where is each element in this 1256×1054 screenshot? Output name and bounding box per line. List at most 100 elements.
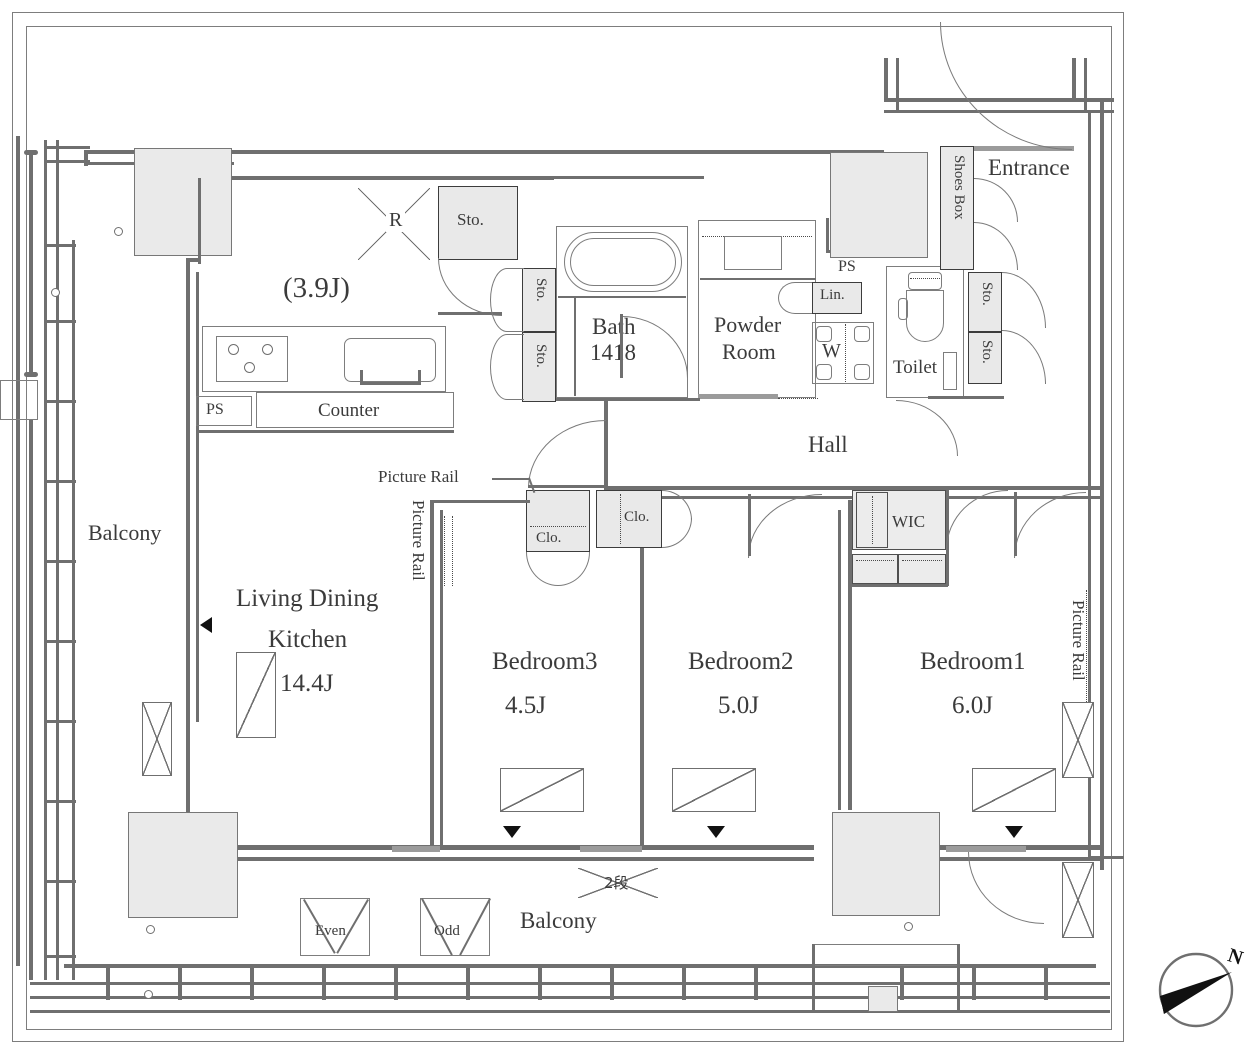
kitchen-wall-left2 — [186, 258, 200, 262]
balcony-rail-left-cap-bot — [24, 372, 38, 377]
picture-rail-leader-h — [492, 478, 530, 480]
wic-shelf-bot-dash-r — [902, 560, 942, 561]
balcony-rail-bottom-base — [30, 1010, 1110, 1013]
compass-icon — [1158, 952, 1234, 1028]
outer-shell-outline — [12, 12, 1124, 1042]
ldk-hall-door-leaf — [528, 485, 606, 488]
wall-ent-right-v — [1072, 58, 1076, 102]
balcony-rail-left-panel — [0, 380, 38, 420]
hob-burner-1 — [228, 344, 239, 355]
meter-box-odd — [420, 898, 490, 956]
hob-burner-3 — [244, 362, 255, 373]
wall-right-outer — [1100, 100, 1104, 870]
wall-right-ext-bot — [1088, 856, 1124, 859]
washer-label: W — [822, 340, 841, 362]
hall-bottom-wall — [604, 486, 1104, 490]
wic-shelf-left-dash — [872, 496, 873, 544]
bedroom2-door-leaf — [748, 494, 751, 556]
powder-room-label-line1: Powder — [714, 312, 782, 337]
wic-label: WIC — [892, 512, 926, 531]
bedroom3-window-marker — [503, 826, 521, 838]
bedroom1-ac-unit — [972, 768, 1056, 812]
balcony-rail-bottom-low — [30, 996, 1110, 999]
storage-bath-upper-arc — [490, 268, 524, 332]
balcony-bottom-label: Balcony — [520, 908, 597, 933]
balcony-ladder-rung-3 — [44, 244, 76, 247]
closet-hall-label: Clo. — [624, 509, 650, 525]
wall-ent-right-v2 — [1084, 58, 1087, 110]
balcony-post-3 — [250, 968, 254, 1000]
wall-bottom-main — [186, 845, 814, 850]
meter-box-even — [300, 898, 370, 956]
balcony-drain-bl — [146, 925, 155, 934]
storage-kitchen-top — [438, 186, 518, 260]
storage-bath-lower-arc — [490, 334, 524, 400]
storage-kitchen-door-leaf — [438, 312, 502, 315]
balcony-ladder-rung-7 — [44, 560, 76, 563]
closet-hall — [596, 490, 662, 548]
bedroom1-size-label: 6.0J — [952, 692, 993, 719]
balcony-drain-br — [904, 922, 913, 931]
balcony-post-6 — [466, 968, 470, 1000]
balcony-ladder-rung-6 — [44, 480, 76, 483]
balcony-left-label: Balcony — [88, 520, 162, 545]
bedroom1-picture-rail-dash — [1086, 590, 1087, 770]
column-kitchen-top — [134, 148, 232, 256]
storage-entrance-lower-label: Sto. — [979, 340, 995, 364]
balcony-ladder-rung-12 — [44, 955, 76, 958]
toilet-tank-dash — [910, 278, 940, 279]
powder-door-dash — [778, 398, 818, 399]
washer-corner-tl — [816, 326, 832, 342]
bedroom2-wall-right — [848, 500, 852, 810]
column-bottom-left — [128, 812, 238, 918]
bedroom2-label: Bedroom2 — [688, 648, 794, 675]
ps-hall-wall-v — [826, 218, 829, 252]
balcony-ladder-rung-2 — [44, 160, 90, 163]
balcony-post-4 — [322, 968, 326, 1000]
toilet-label: Toilet — [893, 357, 938, 378]
closet-bedroom3-dash — [530, 526, 586, 527]
entrance-floor-edge — [928, 396, 1004, 399]
bath-divider — [558, 296, 686, 298]
storage-bath-lower-label: Sto. — [533, 344, 549, 368]
balcony-ladder-rung-11 — [44, 880, 76, 883]
ldk-size-label: 14.4J — [280, 670, 334, 697]
bedroom1-label: Bedroom1 — [920, 648, 1026, 675]
bedroom3-size-label: 4.5J — [505, 692, 546, 719]
balcony-post-9 — [682, 968, 686, 1000]
bedroom2-door-band — [580, 846, 642, 852]
counter-wall-under — [196, 430, 454, 433]
balcony-rail-left-post — [29, 152, 33, 372]
bedroom2-window-marker — [707, 826, 725, 838]
bedroom2-ac-unit — [672, 768, 756, 812]
wall-unit-left-mid — [186, 262, 190, 732]
storage-kitchen-top-label: Sto. — [457, 210, 484, 229]
balcony-rail-bottom-top — [64, 964, 1096, 968]
meter-odd-label: Odd — [434, 923, 460, 939]
kitchen-sink-drain-r — [418, 370, 421, 384]
bath-door-leaf — [620, 314, 623, 378]
closet-bedroom3-label: Clo. — [536, 530, 562, 546]
washer-corner-bl — [816, 364, 832, 380]
closet-hall-dash — [620, 494, 621, 544]
hob-burner-2 — [262, 344, 273, 355]
wall-unit-left-top — [84, 150, 88, 166]
balcony-platform-right-v — [957, 944, 960, 1010]
picture-rail-vertical-left-label: Picture Rail — [409, 500, 428, 581]
wall-right-inner — [1088, 112, 1091, 858]
balcony-rail-left-outer — [16, 136, 20, 966]
bath-inner-edge — [574, 298, 576, 396]
powder-vanity-edge — [700, 278, 816, 280]
bedroom3-door-band — [392, 846, 440, 852]
closet-bedroom3 — [526, 490, 590, 552]
stove-hob — [216, 336, 288, 382]
hall-wall-upper — [556, 398, 700, 401]
toilet-room-outline — [886, 266, 964, 398]
balcony-drain-left — [51, 288, 60, 297]
wall-top-right-seg-b — [554, 176, 704, 179]
bedroom1-window-marker — [1005, 826, 1023, 838]
kitchen-counter-outline — [202, 326, 446, 392]
bedroom2-size-label: 5.0J — [718, 692, 759, 719]
kitchen-sink — [344, 338, 436, 382]
